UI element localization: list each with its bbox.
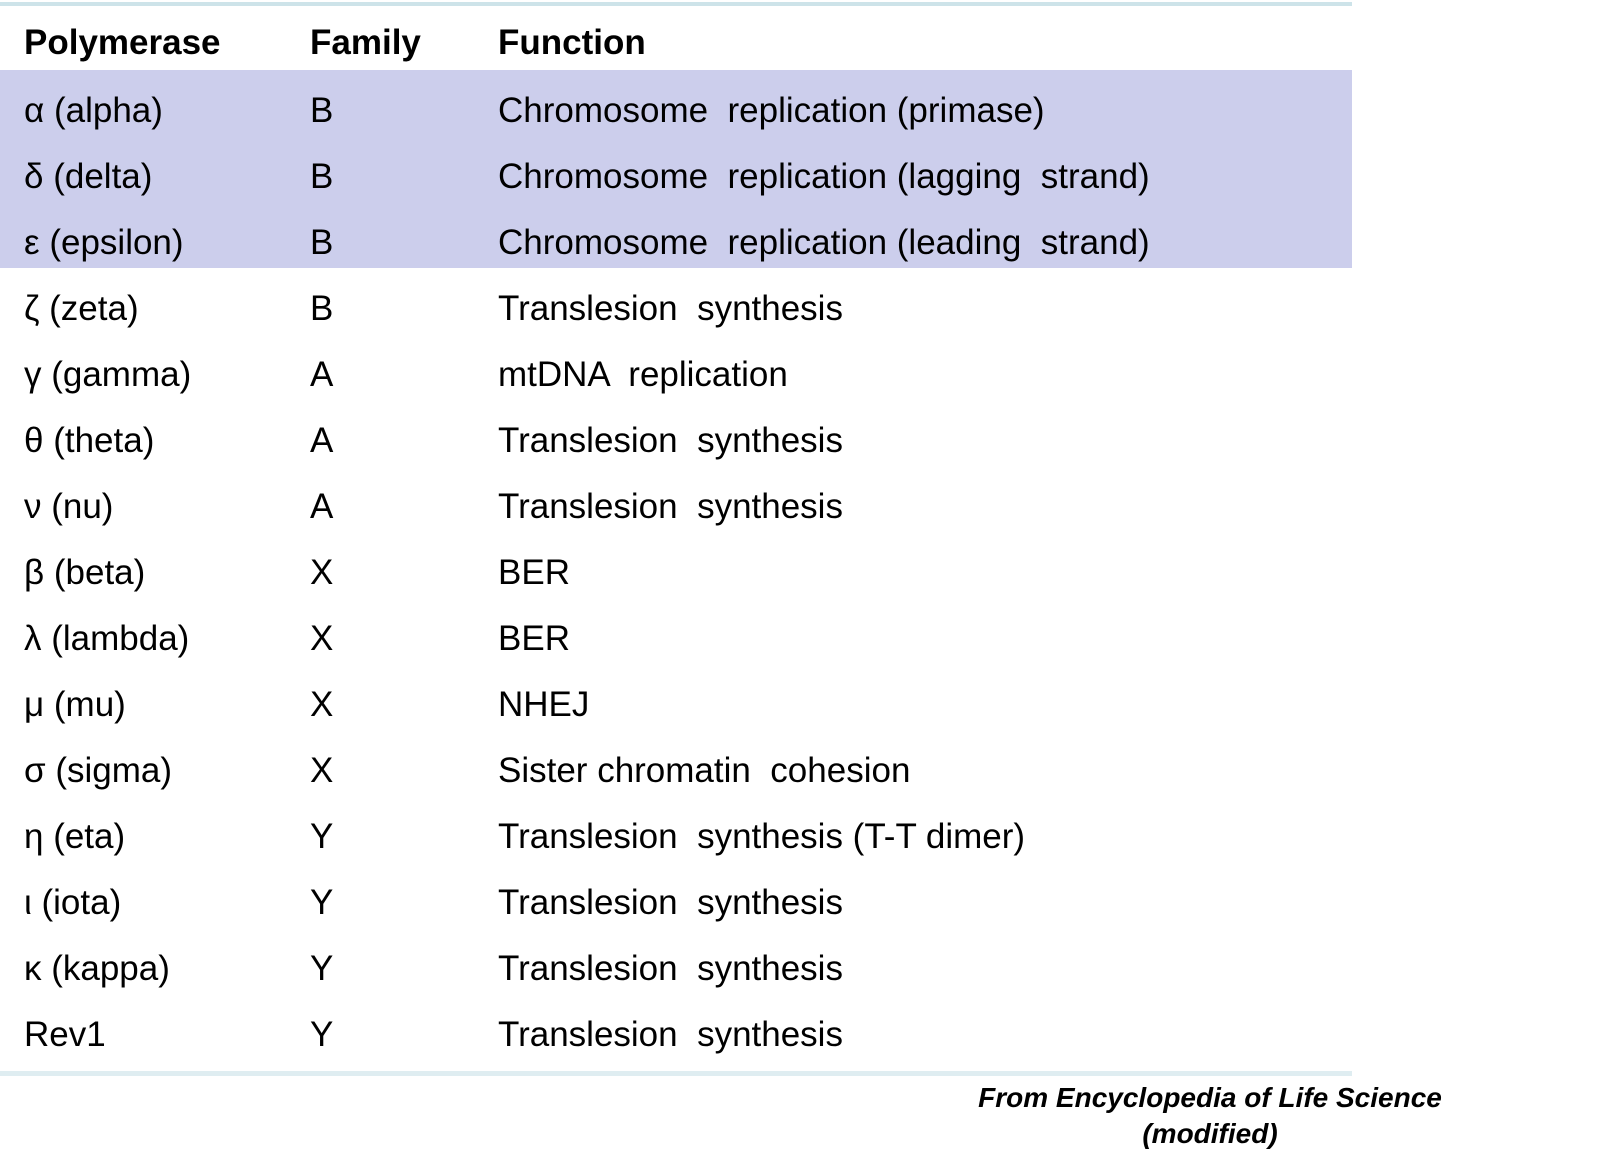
cell-family: A <box>310 421 334 460</box>
cell-function: mtDNA replication <box>498 355 788 394</box>
source-attribution: From Encyclopedia of Life Science (modif… <box>900 1080 1520 1152</box>
cell-polymerase: ε (epsilon) <box>24 223 184 262</box>
column-header-function: Function <box>498 23 646 62</box>
cell-polymerase: μ (mu) <box>24 685 126 724</box>
cell-function: BER <box>498 553 570 592</box>
cell-family: B <box>310 223 334 262</box>
cell-family: B <box>310 91 334 130</box>
table-row: κ (kappa) Y Translesion synthesis <box>0 936 1400 1002</box>
table-header-row: Polymerase Family Function <box>0 10 1400 76</box>
table-row: η (eta) Y Translesion synthesis (T-T dimer… <box>0 804 1400 870</box>
cell-family: B <box>310 289 334 328</box>
cell-function: Chromosome replication (primase) <box>498 91 1045 130</box>
table-row: β (beta) X BER <box>0 540 1400 606</box>
cell-function: Sister chromatin cohesion <box>498 751 911 790</box>
highlighted-rows-band <box>0 70 1352 268</box>
cell-family: Y <box>310 883 334 922</box>
table-row: θ (theta) A Translesion synthesis <box>0 408 1400 474</box>
cell-family: X <box>310 619 334 658</box>
table-row: μ (mu) X NHEJ <box>0 672 1400 738</box>
cell-polymerase: ι (iota) <box>24 883 122 922</box>
cell-function: Translesion synthesis <box>498 289 843 328</box>
table-row: ε (epsilon) B Chromosome replication (lead… <box>0 210 1400 276</box>
cell-family: Y <box>310 817 334 856</box>
cell-polymerase: κ (kappa) <box>24 949 170 988</box>
table-row: λ (lambda) X BER <box>0 606 1400 672</box>
attribution-line-2: (modified) <box>1142 1118 1278 1149</box>
table-row: ι (iota) Y Translesion synthesis <box>0 870 1400 936</box>
cell-function: Translesion synthesis (T-T dimer) <box>498 817 1026 856</box>
cell-family: Y <box>310 949 334 988</box>
cell-polymerase: σ (sigma) <box>24 751 172 790</box>
cell-polymerase: ν (nu) <box>24 487 114 526</box>
top-divider-rule <box>0 2 1352 6</box>
cell-function: BER <box>498 619 570 658</box>
cell-function: Translesion synthesis <box>498 421 843 460</box>
table-row: Rev1 Y Translesion synthesis <box>0 1002 1400 1068</box>
cell-function: NHEJ <box>498 685 590 724</box>
cell-polymerase: δ (delta) <box>24 157 153 196</box>
table-row: δ (delta) B Chromosome replication (laggin… <box>0 144 1400 210</box>
column-header-family: Family <box>310 23 421 62</box>
cell-function: Chromosome replication (leading strand) <box>498 223 1150 262</box>
cell-function: Translesion synthesis <box>498 1015 843 1054</box>
cell-polymerase: α (alpha) <box>24 91 163 130</box>
bottom-divider-rule <box>0 1071 1352 1076</box>
table-row: α (alpha) B Chromosome replication (primas… <box>0 78 1400 144</box>
cell-polymerase: γ (gamma) <box>24 355 192 394</box>
cell-family: B <box>310 157 334 196</box>
cell-family: X <box>310 685 334 724</box>
cell-polymerase: β (beta) <box>24 553 146 592</box>
cell-family: A <box>310 355 334 394</box>
table-row: ν (nu) A Translesion synthesis <box>0 474 1400 540</box>
cell-family: X <box>310 553 334 592</box>
cell-family: X <box>310 751 334 790</box>
cell-polymerase: ζ (zeta) <box>24 289 139 328</box>
cell-polymerase: λ (lambda) <box>24 619 190 658</box>
cell-family: Y <box>310 1015 334 1054</box>
cell-family: A <box>310 487 334 526</box>
table-row: ζ (zeta) B Translesion synthesis <box>0 276 1400 342</box>
cell-polymerase: Rev1 <box>24 1015 106 1054</box>
cell-function: Translesion synthesis <box>498 487 843 526</box>
table-row: σ (sigma) X Sister chromatin cohesion <box>0 738 1400 804</box>
cell-function: Translesion synthesis <box>498 949 843 988</box>
attribution-line-1: From Encyclopedia of Life Science <box>978 1082 1442 1113</box>
column-header-polymerase: Polymerase <box>24 23 221 62</box>
cell-function: Translesion synthesis <box>498 883 843 922</box>
cell-function: Chromosome replication (lagging strand) <box>498 157 1150 196</box>
cell-polymerase: η (eta) <box>24 817 126 856</box>
cell-polymerase: θ (theta) <box>24 421 155 460</box>
